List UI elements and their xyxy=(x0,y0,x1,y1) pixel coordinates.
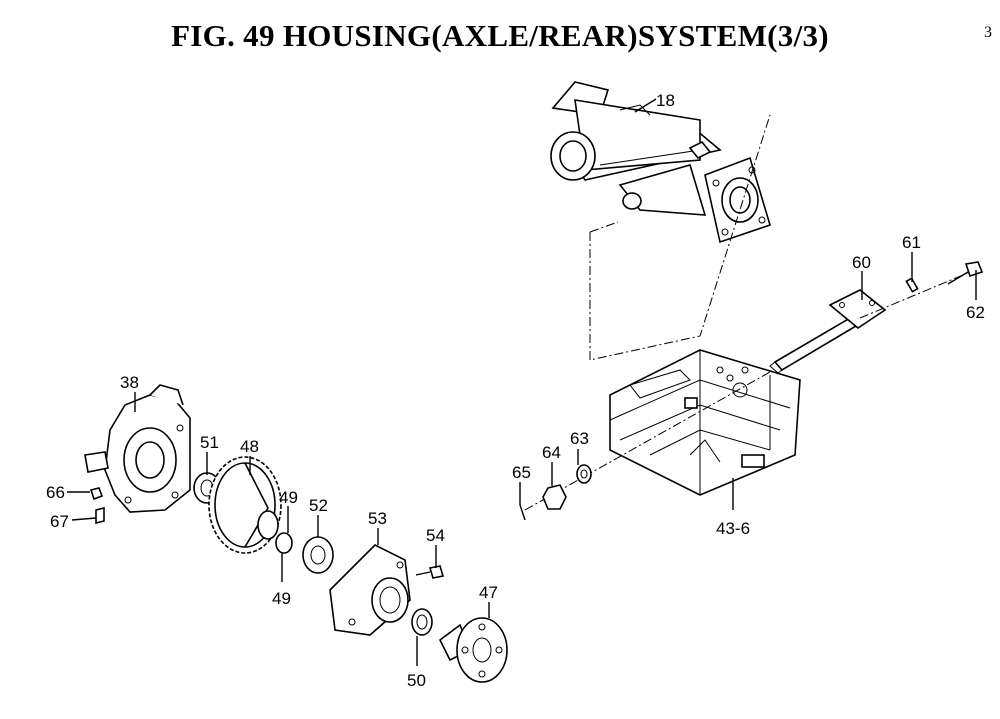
leader-lines xyxy=(67,98,977,666)
callout-53: 53 xyxy=(368,509,387,528)
callout-18: 18 xyxy=(656,91,675,110)
callout-49-lower: 49 xyxy=(272,589,291,608)
corner-mark: 3 xyxy=(984,24,992,41)
part-64-nut xyxy=(542,484,567,510)
part-50-seal xyxy=(411,608,433,636)
callout-63: 63 xyxy=(570,429,589,448)
center-axis-line-upper xyxy=(859,269,976,319)
callout-43-6: 43-6 xyxy=(716,519,750,538)
part-38-gear-case xyxy=(84,384,191,513)
callout-54: 54 xyxy=(426,526,445,545)
part-49-snap-ring xyxy=(275,532,293,554)
part-61-pin xyxy=(905,277,919,293)
callout-38: 38 xyxy=(120,373,139,392)
callout-50: 50 xyxy=(407,671,426,690)
part-47-axle-flange xyxy=(438,617,508,683)
part-52-bearing xyxy=(302,536,334,574)
callout-52: 52 xyxy=(309,496,328,515)
part-54-bolt xyxy=(415,565,445,579)
part-48-ring-gear xyxy=(208,456,282,554)
callout-51: 51 xyxy=(200,433,219,452)
figure-title: FIG. 49 HOUSING(AXLE/REAR)SYSTEM(3/3) xyxy=(171,18,829,53)
callout-64: 64 xyxy=(542,443,561,462)
callout-61: 61 xyxy=(902,233,921,252)
part-63-washer xyxy=(576,464,592,484)
part-18-axle-housing xyxy=(550,81,771,361)
part-67-bolt xyxy=(95,506,105,525)
center-axis-line xyxy=(524,371,771,511)
part-62-bolt xyxy=(947,261,984,285)
callout-62: 62 xyxy=(966,303,985,322)
part-53-cover xyxy=(329,544,411,636)
part-66-nut xyxy=(89,487,104,501)
part-43-6-frame xyxy=(609,349,801,496)
callout-48: 48 xyxy=(240,437,259,456)
callout-65: 65 xyxy=(512,463,531,482)
callout-47: 47 xyxy=(479,583,498,602)
part-60-shaft xyxy=(769,289,887,374)
callout-numbers: 18 61 60 62 38 51 48 63 64 65 66 67 49 5… xyxy=(46,91,985,690)
callout-60: 60 xyxy=(852,253,871,272)
part-65-cotter-pin xyxy=(519,504,526,521)
callout-49-upper: 49 xyxy=(279,488,298,507)
callout-66: 66 xyxy=(46,483,65,502)
callout-67: 67 xyxy=(50,512,69,531)
